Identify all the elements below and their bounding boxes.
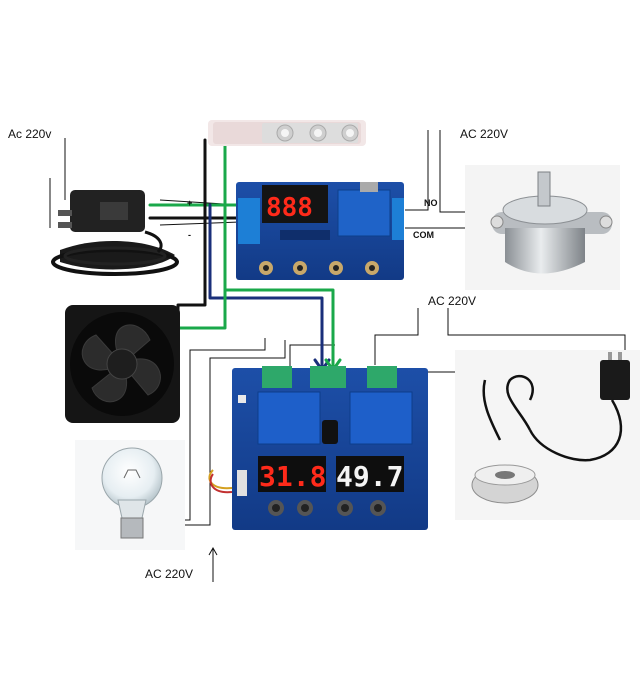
plus-label: +	[187, 198, 192, 208]
timer-relay-board: 888	[236, 182, 404, 280]
green-wire-led	[223, 136, 335, 370]
cooling-fan	[65, 305, 180, 423]
ac-left-label: Ac 220v	[8, 127, 51, 141]
green-wire-fan	[173, 288, 227, 374]
black-wire-led	[176, 138, 207, 327]
ac-middle-right-label: AC 220V	[428, 294, 476, 308]
temperature-display-value: 31.8	[259, 460, 326, 493]
thermostat-humidity-board: 31.8 49.7	[232, 366, 428, 530]
labels: Ac 220v AC 220V AC 220V AC 220V NO COM +…	[8, 127, 508, 581]
power-wires	[148, 136, 342, 374]
led-module	[208, 120, 366, 146]
power-adapter	[51, 190, 179, 276]
light-bulb	[75, 440, 185, 550]
ac-bottom-label: AC 220V	[145, 567, 193, 581]
humidity-display-value: 49.7	[336, 460, 403, 493]
ultrasonic-mist-maker	[455, 350, 640, 520]
sensor-cable	[208, 469, 233, 494]
relay-no-label: NO	[424, 198, 438, 208]
ac-top-right-label: AC 220V	[460, 127, 508, 141]
timer-display-value: 888	[266, 193, 313, 223]
synchronous-motor	[465, 165, 620, 290]
relay-com-label: COM	[413, 230, 434, 240]
navy-wire-fan	[208, 203, 324, 370]
minus-label: -	[188, 230, 191, 240]
